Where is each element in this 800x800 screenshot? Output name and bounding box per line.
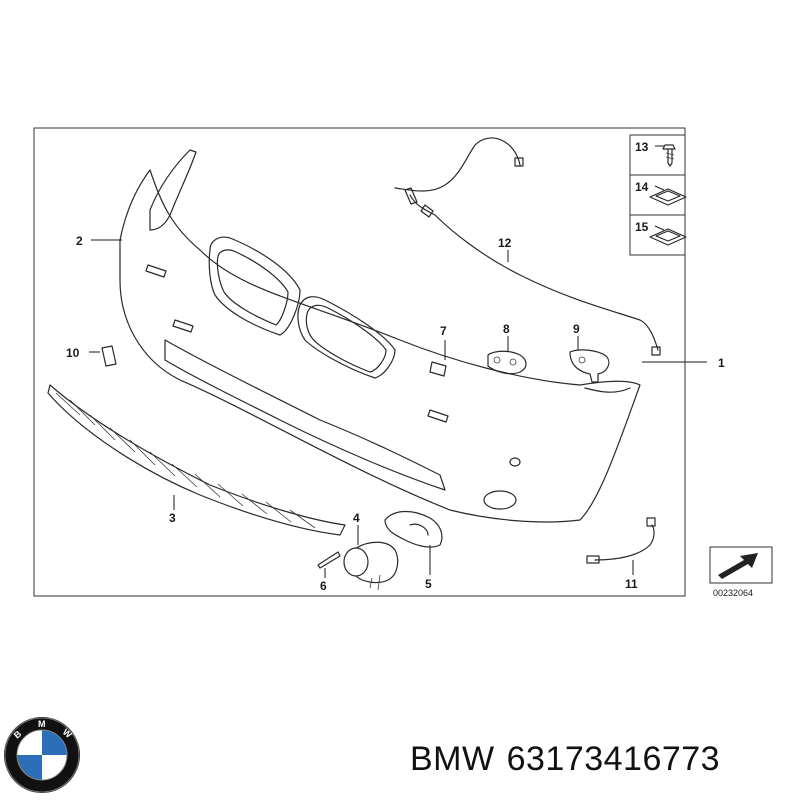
sensor-holder-9 <box>569 349 610 383</box>
bumper-side-trim <box>149 149 197 231</box>
callout-12: 12 <box>498 236 512 250</box>
bmw-logo: B M W <box>4 717 80 793</box>
reference-code: 00232064 <box>713 588 753 598</box>
legend-box <box>629 134 687 256</box>
callout-10: 10 <box>66 346 80 360</box>
wiring-harness <box>394 137 661 356</box>
callout-7: 7 <box>440 324 447 338</box>
callout-8: 8 <box>503 322 510 336</box>
bmw-logo-b: B <box>12 728 24 740</box>
part-number: 63173416773 <box>506 740 721 778</box>
lower-grille <box>47 384 346 536</box>
direction-arrow-icon <box>709 546 773 584</box>
fog-light-bracket <box>384 510 443 548</box>
callout-9: 9 <box>573 322 580 336</box>
diagram-frame <box>33 127 686 597</box>
brand-name: BMW <box>410 740 495 778</box>
clip-10 <box>101 345 117 367</box>
callout-11: 11 <box>625 577 638 591</box>
reflector-7 <box>429 361 447 377</box>
trim-6 <box>317 551 341 569</box>
callout-2: 2 <box>76 234 83 248</box>
callout-14: 14 <box>635 180 649 194</box>
bmw-logo-m: M <box>38 719 46 729</box>
callout-13: 13 <box>635 140 649 154</box>
sensor-holder-8 <box>487 350 527 375</box>
callout-1: 1 <box>718 356 725 370</box>
callout-6: 6 <box>320 579 327 593</box>
sensor-wire <box>586 517 656 564</box>
bumper-cover <box>119 169 641 523</box>
fog-light <box>343 541 399 591</box>
callout-4: 4 <box>353 511 360 525</box>
part-caption: BMW 63173416773 <box>410 740 732 779</box>
callout-3: 3 <box>169 511 176 525</box>
callout-5: 5 <box>425 577 432 591</box>
callout-15: 15 <box>635 220 649 234</box>
